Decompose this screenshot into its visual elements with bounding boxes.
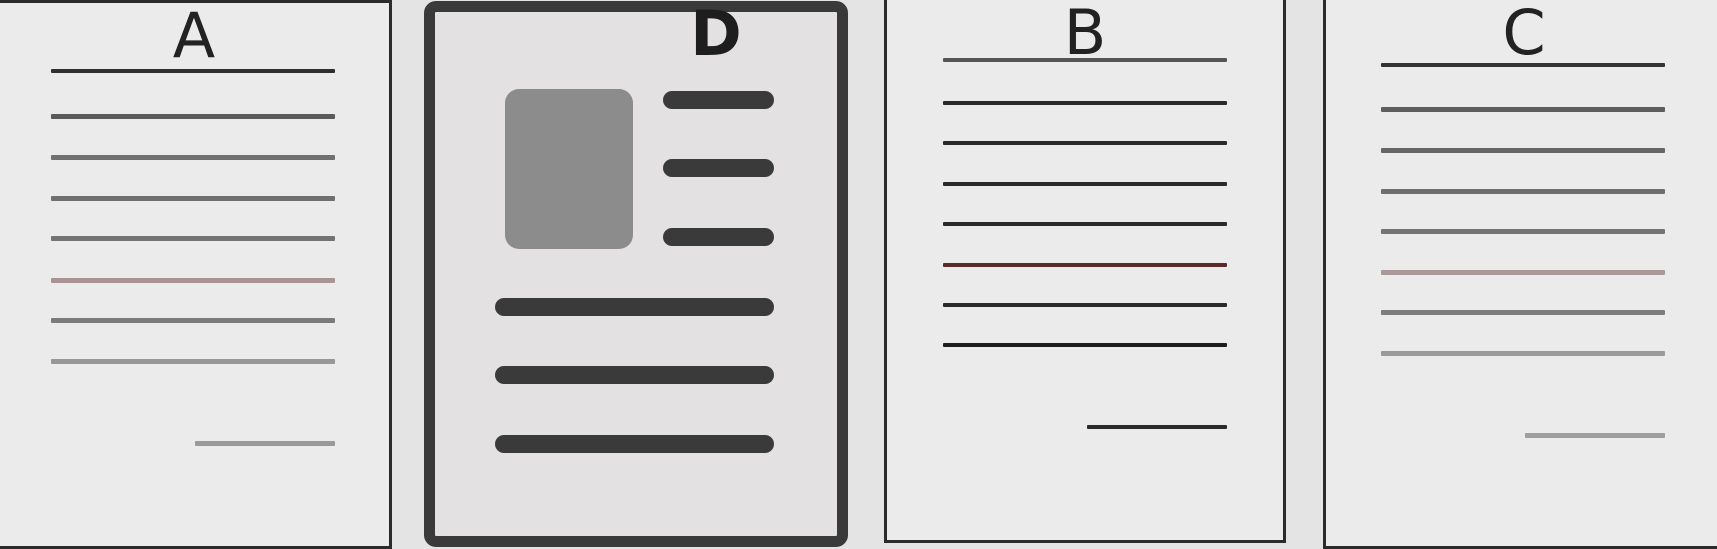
text-line: [943, 182, 1227, 186]
text-line: [51, 278, 335, 283]
text-line: [1381, 310, 1665, 315]
text-bar: [495, 298, 774, 316]
layout-thumbnail-d-selected[interactable]: D: [424, 1, 848, 547]
layout-label-d: D: [690, 0, 742, 70]
layout-thumbnail-b[interactable]: B: [884, 0, 1286, 543]
text-line: [51, 155, 335, 160]
layout-label-a: A: [172, 0, 216, 72]
text-bar: [663, 228, 774, 246]
text-line: [943, 222, 1227, 226]
text-line: [51, 196, 335, 201]
text-line: [1381, 229, 1665, 234]
text-bar: [495, 435, 774, 453]
text-line: [943, 303, 1227, 307]
title-line: [943, 58, 1227, 62]
text-line: [51, 114, 335, 119]
text-bar: [495, 366, 774, 384]
picture-placeholder-icon: [505, 89, 633, 249]
layout-thumbnail-c[interactable]: C: [1323, 0, 1717, 549]
text-line: [51, 359, 335, 364]
text-line: [943, 101, 1227, 105]
layout-thumbnail-a[interactable]: A: [0, 0, 392, 549]
text-line: [1381, 270, 1665, 275]
text-line: [1381, 189, 1665, 194]
text-line: [51, 236, 335, 241]
signature-line: [195, 441, 335, 446]
title-line: [1381, 63, 1665, 67]
layout-label-b: B: [1063, 0, 1107, 69]
text-bar: [663, 159, 774, 177]
text-bar: [663, 91, 774, 109]
layout-label-c: C: [1502, 0, 1546, 69]
text-line: [1381, 148, 1665, 153]
text-line: [1381, 351, 1665, 356]
text-line: [943, 263, 1227, 267]
title-line: [51, 69, 335, 73]
text-line: [1381, 107, 1665, 112]
signature-line: [1087, 425, 1227, 429]
text-line: [943, 343, 1227, 347]
text-line: [51, 318, 335, 323]
signature-line: [1525, 433, 1665, 438]
text-line: [943, 141, 1227, 145]
